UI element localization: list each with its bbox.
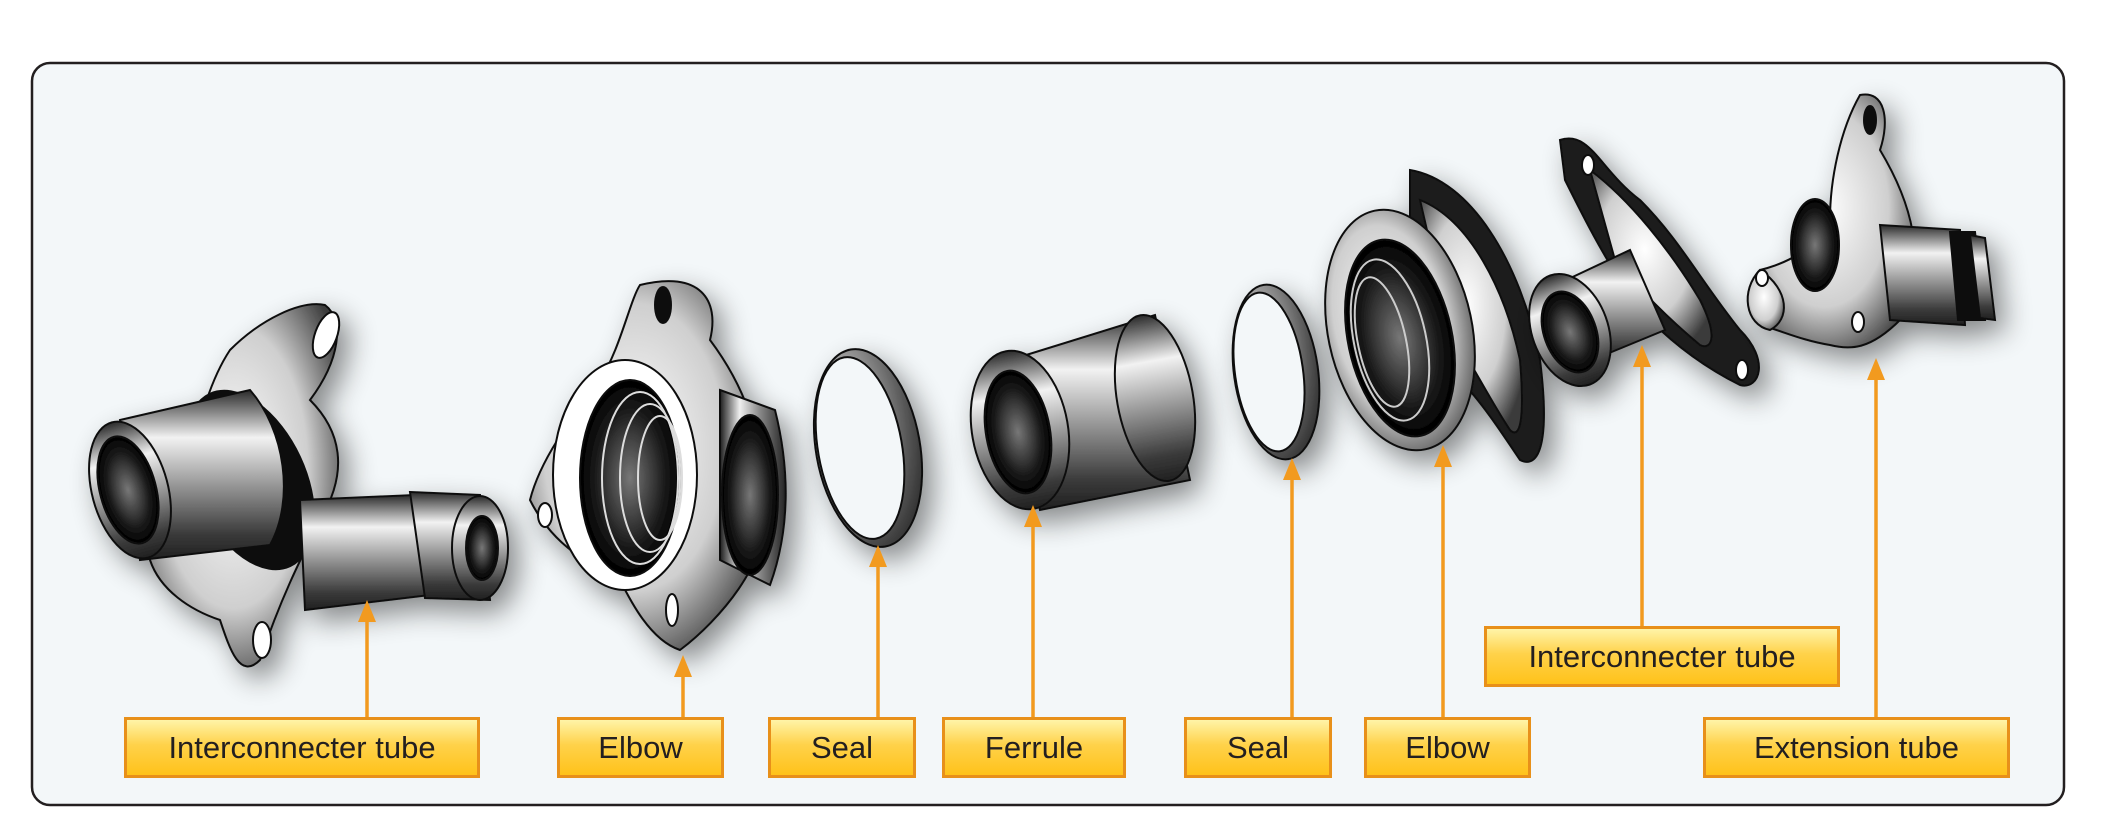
arrow-interconnecter-tube-left-head [358, 600, 376, 622]
ferrule-part [969, 313, 1197, 512]
elbow-right-part [1324, 168, 1545, 463]
label-interconnecter-tube-right: Interconnecter tube [1484, 626, 1840, 687]
seal-left-part [812, 348, 924, 548]
arrow-extension-tube-head [1867, 358, 1885, 380]
elbow-left-part [528, 280, 787, 652]
arrow-seal-right-head [1283, 458, 1301, 480]
label-elbow-left: Elbow [557, 717, 724, 778]
label-interconnecter-tube-left: Interconnecter tube [124, 717, 480, 778]
interconnecter-tube-left-part [88, 303, 509, 668]
label-ferrule: Ferrule [942, 717, 1126, 778]
label-elbow-right: Elbow [1364, 717, 1531, 778]
arrow-elbow-right-head [1434, 445, 1452, 467]
arrow-interconnecter-tube-right-head [1633, 345, 1651, 367]
callout-arrows [358, 345, 1885, 717]
seal-right-part [1231, 283, 1321, 461]
label-seal-left: Seal [768, 717, 916, 778]
extension-tube-part [1746, 93, 1997, 349]
interconnecter-tube-right-part [1528, 137, 1760, 388]
label-extension-tube: Extension tube [1703, 717, 2010, 778]
arrow-seal-left-head [869, 545, 887, 567]
arrow-ferrule-head [1024, 505, 1042, 527]
label-seal-right: Seal [1184, 717, 1332, 778]
arrow-elbow-left-head [674, 655, 692, 677]
